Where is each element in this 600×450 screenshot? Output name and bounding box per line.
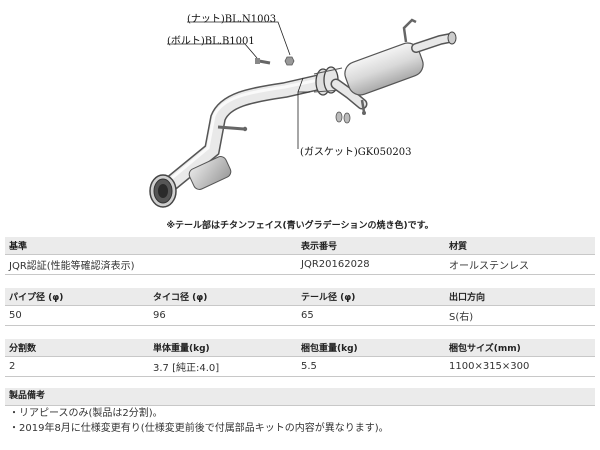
product-notes: 製品備考 ・リアピースのみ(製品は2分割)。 ・2019年8月に仕様変更有り(仕…: [5, 388, 595, 436]
leader-lines: [167, 21, 310, 149]
value-tail-diameter: 65: [297, 305, 445, 326]
header-package-weight: 梱包重量(kg): [297, 339, 445, 357]
note-line: ・リアピースのみ(製品は2分割)。: [9, 408, 163, 419]
lower-hanger: [360, 99, 366, 115]
spec-table-standard: 基準 表示番号 材質 JQR認証(性能等確認済表示) JQR20162028 オ…: [5, 237, 595, 275]
diagram-caption: ※テール部はチタンフェイス(青いグラデーションの焼き色)です。: [166, 221, 434, 231]
value-package-size: 1100×315×300: [445, 356, 595, 377]
header-package-size: 梱包サイズ(mm): [445, 339, 595, 357]
front-pipe: [330, 78, 368, 110]
inlet-pipe: [411, 31, 457, 53]
header-pipe-diameter: パイプ径 (φ): [5, 288, 149, 306]
spec-table-weights: 分割数 単体重量(kg) 梱包重量(kg) 梱包サイズ(mm) 2 3.7 [純…: [5, 339, 595, 377]
table-header-row: 基準 表示番号 材質: [5, 237, 595, 255]
value-package-weight: 5.5: [297, 356, 445, 377]
value-display-number: JQR20162028: [297, 254, 445, 275]
spec-table-diameters: パイプ径 (φ) タイコ径 (φ) テール径 (φ) 出口方向 50 96 65…: [5, 288, 595, 326]
bolt-callout: (ボルト)BL.B1001: [167, 36, 255, 47]
hanger-rod: [217, 125, 248, 132]
gasket-callout: (ガスケット)GK050203: [300, 147, 412, 158]
table-value-row: 2 3.7 [純正:4.0] 5.5 1100×315×300: [5, 356, 595, 377]
table-value-row: JQR認証(性能等確認済表示) JQR20162028 オールステンレス: [5, 254, 595, 275]
header-blank: [149, 237, 297, 255]
exhaust-diagram: (ナット)BL.N1003 (ボルト)BL.B1001 (ガスケット)GK050…: [0, 0, 600, 218]
header-standard: 基準: [5, 237, 149, 255]
value-standard: JQR認証(性能等確認済表示): [5, 254, 297, 275]
upper-hanger: [402, 18, 417, 43]
note-line: ・2019年8月に仕様変更有り(仕様変更前後で付属部品キットの内容が異なります)…: [9, 423, 389, 434]
value-unit-weight: 3.7 [純正:4.0]: [149, 356, 297, 377]
header-silencer-diameter: タイコ径 (φ): [149, 288, 297, 306]
header-unit-weight: 単体重量(kg): [149, 339, 297, 357]
value-pieces: 2: [5, 356, 149, 377]
nut-callout: (ナット)BL.N1003: [187, 14, 277, 25]
value-exit-direction: S(右): [445, 305, 595, 326]
notes-header: 製品備考: [5, 388, 595, 406]
header-display-number: 表示番号: [297, 237, 445, 255]
table-value-row: 50 96 65 S(右): [5, 305, 595, 326]
value-silencer-diameter: 96: [149, 305, 297, 326]
tail-pipe: [160, 74, 328, 194]
silencer-body: [188, 156, 232, 190]
bolt-part: [255, 58, 271, 65]
table-header-row: 分割数 単体重量(kg) 梱包重量(kg) 梱包サイズ(mm): [5, 339, 595, 357]
gasket-part: [335, 111, 351, 124]
header-material: 材質: [445, 237, 595, 255]
header-tail-diameter: テール径 (φ): [297, 288, 445, 306]
exhaust-illustration: [149, 18, 457, 208]
header-exit-direction: 出口方向: [445, 288, 595, 306]
value-pipe-diameter: 50: [5, 305, 149, 326]
table-header-row: パイプ径 (φ) タイコ径 (φ) テール径 (φ) 出口方向: [5, 288, 595, 306]
tail-tip: [149, 174, 177, 208]
header-pieces: 分割数: [5, 339, 149, 357]
nut-part: [284, 56, 295, 66]
value-material: オールステンレス: [445, 254, 595, 275]
